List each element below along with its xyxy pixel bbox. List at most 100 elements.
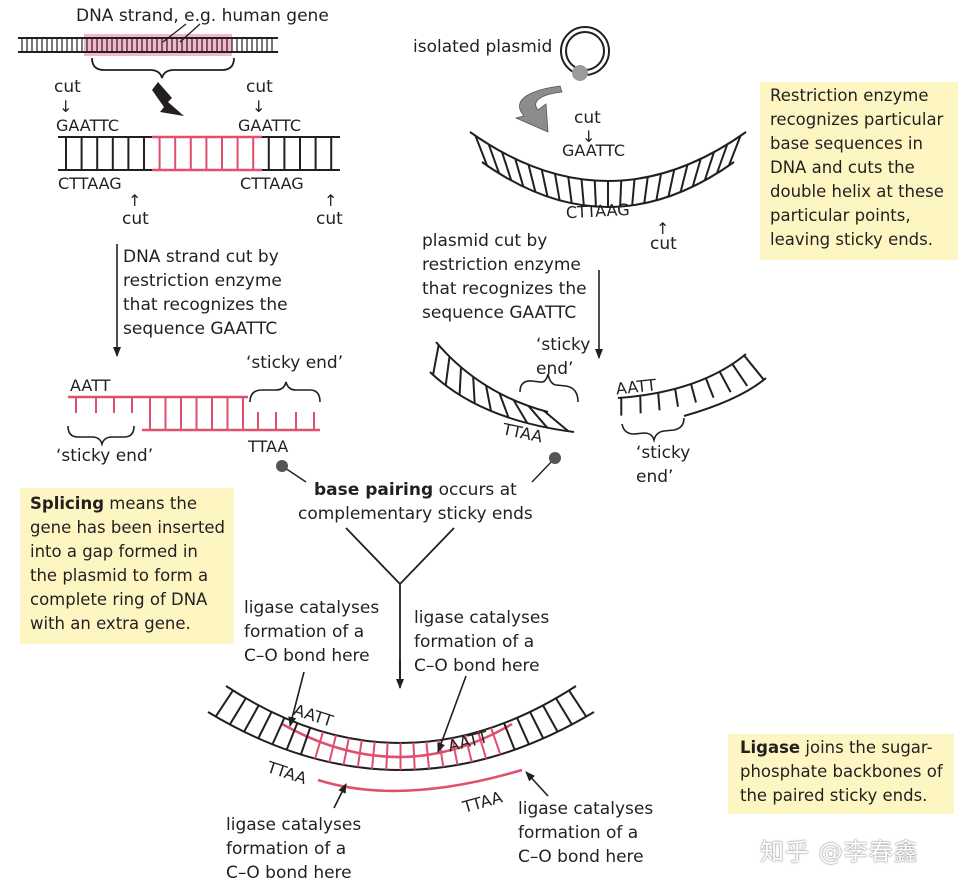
base-pair-rung [299, 727, 312, 755]
restriction-enzyme-text: Restriction enzyme recognizes particular… [770, 86, 944, 249]
base-pair-rung [356, 740, 363, 768]
sequence-bottom-right: CTTAAG [240, 174, 304, 193]
recombinant-sticky-bottom-left: TTAA [264, 757, 309, 788]
fragment-brace-left [67, 425, 135, 447]
plasmid-right-sticky-label-1: ‘sticky [636, 443, 690, 463]
recombinant-arc-rungs [214, 689, 588, 770]
base-pair-rung [243, 704, 260, 733]
base-pair-rung [631, 179, 636, 206]
ligase-note-lower-right-3: C–O bond here [518, 847, 644, 867]
recombinant-sticky-top-left: AATT [291, 700, 335, 731]
base-pair-rung [464, 734, 473, 763]
base-pair-rung [432, 344, 440, 376]
ligase-note-upper-right-2: formation of a [414, 632, 534, 652]
base-pair-rung [477, 731, 488, 759]
base-pair-rung [514, 158, 525, 187]
base-pair-rung [498, 392, 510, 418]
plasmid-left-sticky: TTAA [500, 419, 544, 446]
plasmid-cut-desc-1: plasmid cut by [422, 231, 547, 251]
ligase-note-lower-right-2: formation of a [518, 823, 638, 843]
base-pair-rung [667, 169, 676, 197]
base-pair-rung [501, 151, 513, 181]
recombinant-arc [207, 685, 595, 793]
dna-strand-label: DNA strand, e.g. human gene [76, 6, 329, 26]
cut-label-plasmid-top: cut [574, 108, 601, 128]
base-pair-rung [385, 742, 389, 770]
base-pair-rung [703, 151, 715, 181]
restriction-enzyme-callout: Restriction enzyme recognizes particular… [760, 82, 958, 260]
ligase-note-lower-left-2: formation of a [226, 839, 346, 859]
plasmid-sequence-bottom: CTTAAG [565, 200, 630, 222]
base-pair-rung [503, 722, 516, 751]
base-pair-rung [527, 405, 548, 429]
base-pair-rung [472, 376, 476, 404]
plasmid-piece-right-rungs [620, 354, 765, 416]
plasmid-piece-left-rungs [432, 344, 570, 433]
base-pair-rung [731, 363, 749, 387]
base-pair-rung [412, 742, 416, 770]
base-pair-rung [715, 144, 729, 174]
ligase-note-lower-left-3: C–O bond here [226, 863, 352, 883]
zoomed-dna-rungs [65, 137, 333, 170]
base-pair-rung [271, 717, 286, 745]
base-pair-rung [451, 737, 459, 766]
plasmid-sequence-top: GAATTC [562, 141, 625, 160]
base-pair-rung [257, 711, 273, 739]
sticky-end-label-left: ‘sticky end’ [56, 446, 153, 466]
plasmid-ring [560, 26, 610, 81]
base-pair-rung [580, 179, 585, 206]
base-pair-rung [314, 731, 325, 759]
base-pair-rung [554, 173, 561, 201]
plasmid-right-sticky-label-2: end’ [636, 467, 673, 487]
gene-fragment-rungs [75, 397, 315, 430]
base-pairing-bold: base pairing [314, 480, 433, 500]
cut-arrow-bottom-right: ↑ [324, 191, 337, 210]
ligase-note-lower-right-1: ligase catalyses [518, 799, 653, 819]
fragment-sticky-top: AATT [70, 376, 111, 395]
cut-arrow-bottom-left: ↑ [128, 191, 141, 210]
base-pair-rung [485, 385, 492, 412]
base-pair-rung [285, 722, 299, 751]
base-pair-rung [690, 383, 697, 403]
cut-label-top-right: cut [246, 77, 273, 97]
base-pair-rung [643, 176, 649, 204]
splicing-bold: Splicing [30, 494, 105, 513]
base-pair-rung [593, 180, 597, 207]
fragment-brace-right [249, 381, 321, 403]
ligase-note-upper-left-3: C–O bond here [244, 646, 370, 666]
zoomed-dna [58, 135, 340, 172]
sequence-top-left: GAATTC [56, 116, 119, 135]
base-pair-rung [674, 388, 679, 407]
ligase-note-upper-right-3: C–O bond here [414, 656, 540, 676]
base-pair-rung [458, 367, 463, 395]
cut-label-bottom-right: cut [316, 209, 343, 229]
base-pair-rung [718, 371, 732, 393]
base-pair-rung [743, 354, 765, 380]
base-pair-rung [328, 734, 337, 763]
ligase-text: joins the sugar-phosphate backbones of t… [740, 738, 943, 805]
dna-cut-desc-3: that recognizes the [123, 295, 288, 315]
base-pairing-text: base pairing occurs at [314, 480, 517, 500]
plasmid-brace-right [621, 417, 685, 444]
cut-arrow-plasmid-bottom: ↑ [656, 219, 669, 238]
sequence-bottom-left: CTTAAG [58, 174, 122, 193]
ligase-note-upper-right-1: ligase catalyses [414, 608, 549, 628]
ligase-note-upper-left-2: formation of a [244, 622, 364, 642]
plasmid-arc-rungs [474, 135, 742, 207]
fragment-sticky-bottom: TTAA [247, 437, 288, 456]
base-pair-rung [568, 689, 588, 718]
base-pair-rung [516, 717, 530, 745]
dna-cut-desc-2: restriction enzyme [123, 271, 282, 291]
zoom-arrow [152, 82, 184, 116]
base-pair-rung [371, 741, 376, 769]
base-pair-rung [567, 176, 573, 204]
splicing-callout: Splicing means the gene has been inserte… [20, 488, 234, 644]
base-pair-rung [529, 711, 545, 739]
base-pair-rung [691, 158, 702, 187]
base-pair-rung [679, 164, 689, 193]
cut-label-top-left: cut [54, 77, 81, 97]
cut-label-bottom-left: cut [122, 209, 149, 229]
cut-label-plasmid-bottom: cut [650, 234, 677, 254]
cut-arrow-top-left: ↓ [59, 97, 72, 116]
